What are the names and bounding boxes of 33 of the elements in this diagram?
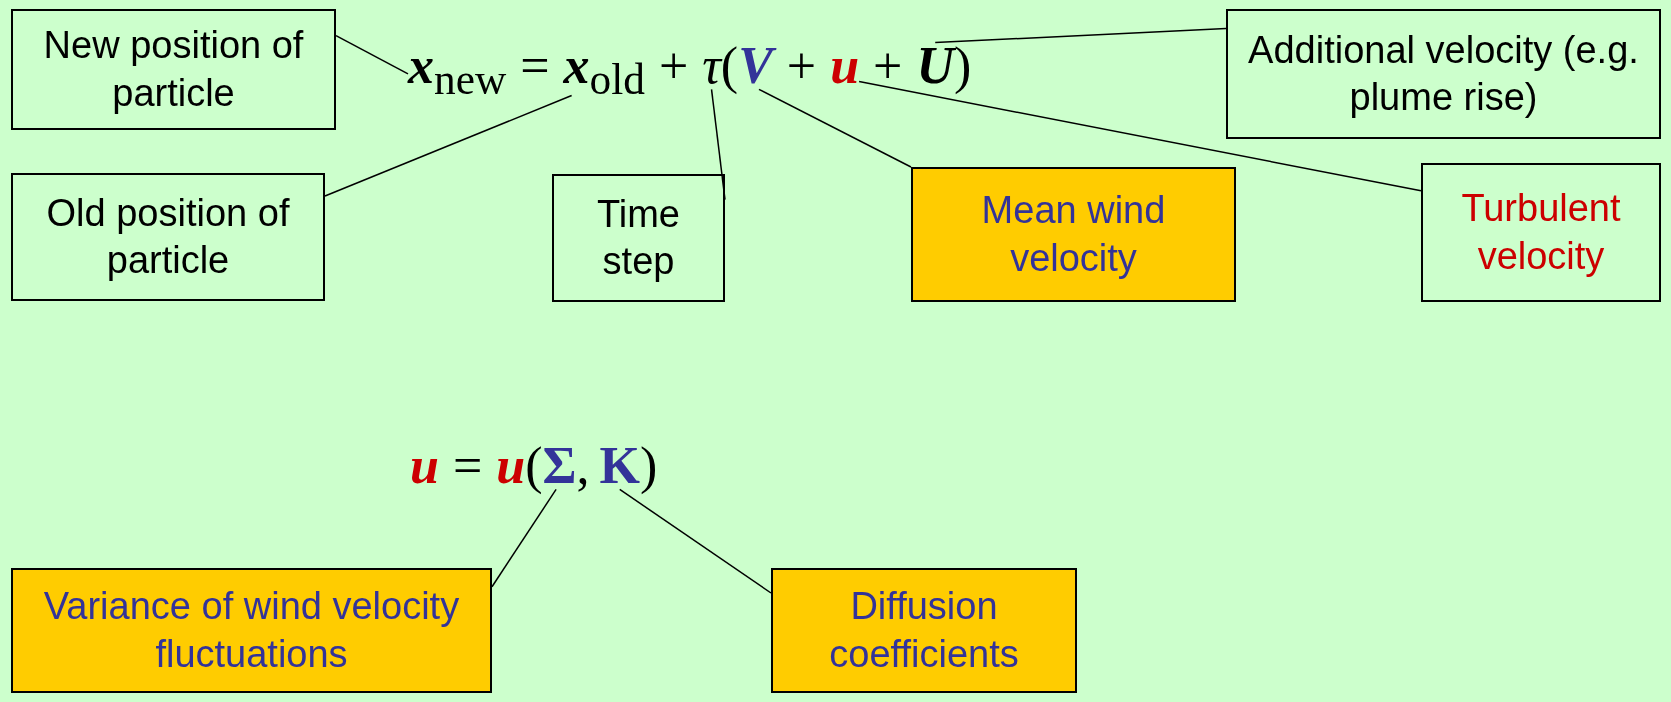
leader-line (710, 88, 726, 201)
annotation-box: New position of particle (11, 9, 336, 130)
leader-line (619, 488, 772, 594)
variable-symbol: u (496, 440, 526, 492)
math-operator: = (520, 40, 550, 92)
variable-symbol: Σ (542, 440, 577, 492)
annotation-box: Time step (552, 174, 725, 302)
leader-line (335, 34, 409, 75)
highlight-box: Mean wind velocity (911, 167, 1236, 302)
leader-line (491, 488, 557, 588)
leader-line (858, 80, 1422, 192)
highlight-box: Variance of wind velocity fluctuations (11, 568, 492, 693)
variable-symbol: x$_{old}$ (563, 40, 645, 102)
parenthesis: ) (954, 40, 972, 92)
highlight-box: Diffusion coefficients (771, 568, 1077, 693)
variable-symbol: K (599, 440, 640, 492)
parenthesis: ) (639, 440, 658, 492)
math-operator: + (786, 40, 817, 92)
math-operator: + (873, 40, 903, 92)
annotation-box: Additional velocity (e.g. plume rise) (1226, 9, 1661, 139)
math-operator: = (452, 440, 483, 492)
leader-line (324, 94, 573, 197)
leader-line (934, 27, 1227, 44)
parenthesis: ( (525, 440, 543, 492)
variable-symbol: τ (702, 40, 721, 92)
variable-symbol: x$_{new}$ (408, 40, 507, 102)
variable-symbol: u (410, 440, 439, 492)
variable-symbol: u (830, 40, 860, 92)
comma: , (576, 440, 590, 492)
annotation-box: Old position of particle (11, 173, 325, 301)
math-operator: + (658, 40, 689, 92)
leader-line (758, 88, 912, 168)
annotation-box: Turbulent velocity (1421, 163, 1661, 302)
